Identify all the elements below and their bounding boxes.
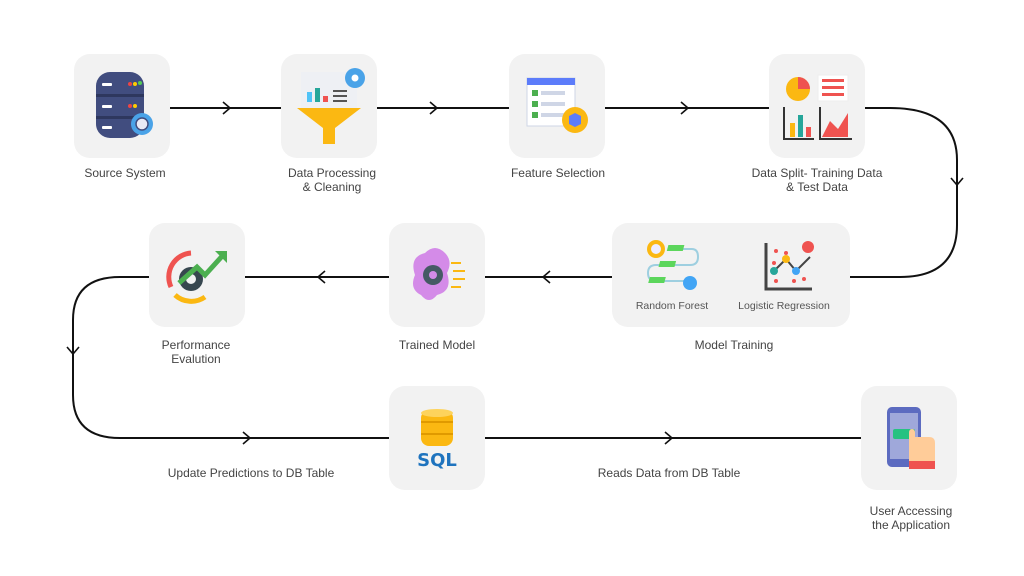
label-trained-model: Trained Model: [398, 338, 476, 352]
arrow-right: [242, 431, 252, 445]
checklist-cube-icon: [526, 77, 588, 133]
sql-text: SQL: [417, 450, 457, 470]
sql-database-icon: SQL: [417, 409, 457, 470]
node-feature-selection: [509, 54, 605, 158]
arrow-left: [541, 270, 551, 284]
arrow-right: [664, 431, 674, 445]
brain-gear-icon: [413, 248, 465, 300]
logistic-regression-icon: [764, 241, 814, 291]
edge-label-update-predictions: Update Predictions to DB Table: [167, 466, 335, 480]
model-logistic-regression: Logistic Regression: [738, 300, 830, 312]
label-line-1: User Accessing: [869, 504, 953, 518]
node-trained-model: [389, 223, 485, 327]
node-sql-database: SQL: [389, 386, 485, 490]
gauge-growth-icon: [166, 250, 227, 304]
model-random-forest: Random Forest: [635, 300, 709, 312]
label-line-1: Data Split- Training Data: [751, 166, 883, 180]
label-line-2: the Application: [871, 518, 951, 532]
label-line-1: Data Processing: [287, 166, 377, 180]
label-data-processing: Data Processing& Cleaning: [288, 166, 376, 194]
label-line-1: Performance: [161, 338, 231, 352]
random-forest-icon: [646, 240, 700, 290]
node-source-system: [74, 54, 170, 158]
arrow-right: [429, 101, 439, 115]
node-user-application: [861, 386, 957, 490]
label-line-2: Evalution: [171, 352, 221, 366]
node-performance-evaluation: [149, 223, 245, 327]
edge-label-reads-data: Reads Data from DB Table: [597, 466, 741, 480]
arrow-right: [680, 101, 690, 115]
node-data-split: [769, 54, 865, 158]
label-model-training: Model Training: [694, 338, 774, 352]
database-gear-icon: [96, 72, 153, 138]
node-data-processing: [281, 54, 377, 158]
label-line-2: & Test Data: [786, 180, 848, 194]
arrow-left: [316, 270, 326, 284]
label-source-system: Source System: [84, 166, 166, 180]
arrow-down: [66, 346, 80, 356]
arrow-down: [950, 177, 964, 187]
phone-tap-icon: [887, 407, 935, 469]
label-data-split: Data Split- Training Data& Test Data: [752, 166, 883, 194]
arrow-right: [222, 101, 232, 115]
label-feature-selection: Feature Selection: [510, 166, 606, 180]
charts-icon: [783, 74, 852, 140]
funnel-chart-icon: [297, 68, 365, 144]
label-line-2: & Cleaning: [302, 180, 362, 194]
node-model-training: Random Forest Logistic Regression: [612, 223, 850, 327]
